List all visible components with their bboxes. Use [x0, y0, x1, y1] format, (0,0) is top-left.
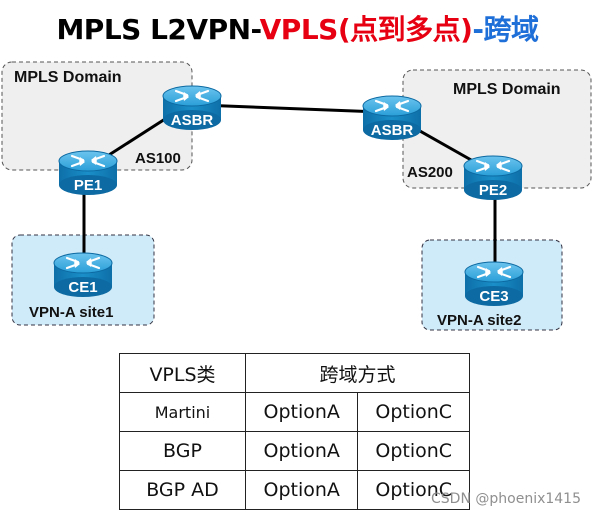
table-cell-type: BGP	[119, 431, 246, 471]
table-row: BGP OptionA OptionC	[119, 431, 470, 471]
table-cell-type: Martini	[119, 392, 246, 432]
domain-label-right: MPLS Domain	[453, 81, 561, 98]
router-label-pe1: PE1	[74, 177, 102, 194]
watermark: CSDN @phoenix1415	[431, 491, 581, 507]
diagram-title: MPLS L2VPN-VPLS(点到多点)-跨域	[0, 8, 595, 48]
router-label-asbr-right: ASBR	[371, 122, 414, 139]
site-label-left: VPN-A site1	[29, 304, 114, 321]
vpls-interdomain-table: VPLS类 跨域方式 Martini OptionA OptionC BGP O…	[119, 353, 471, 510]
title-part-interdomain: -跨域	[472, 13, 539, 46]
table-row: BGP AD OptionA OptionC	[119, 470, 470, 510]
link-asbr-asbr	[199, 103, 381, 114]
table-cell-option2: OptionC	[357, 431, 470, 471]
table-header-vpls-type: VPLS类	[119, 353, 246, 393]
table-row: Martini OptionA OptionC	[119, 392, 470, 432]
site-label-right: VPN-A site2	[437, 312, 522, 329]
domain-label-left: MPLS Domain	[14, 69, 122, 86]
table-header-row: VPLS类 跨域方式	[119, 353, 471, 393]
title-part-mpls: MPLS L2VPN-	[56, 13, 260, 46]
table-cell-option2: OptionC	[357, 392, 470, 432]
router-label-pe2: PE2	[479, 182, 507, 199]
table-header-interdomain-method: 跨域方式	[244, 353, 471, 393]
as-label-left: AS100	[135, 150, 181, 167]
table-cell-option1: OptionA	[244, 470, 359, 510]
router-label-ce3: CE3	[479, 288, 508, 305]
router-label-asbr-left: ASBR	[171, 112, 214, 129]
router-label-ce1: CE1	[68, 279, 97, 296]
table-cell-option2: OptionC	[357, 470, 470, 510]
title-part-vpls: VPLS(点到多点)	[259, 13, 473, 46]
as-label-right: AS200	[407, 164, 453, 181]
table-cell-option1: OptionA	[244, 392, 359, 432]
link-asbr1-pe1	[97, 110, 177, 164]
table-cell-type: BGP AD	[119, 470, 246, 510]
table-cell-option1: OptionA	[244, 431, 359, 471]
